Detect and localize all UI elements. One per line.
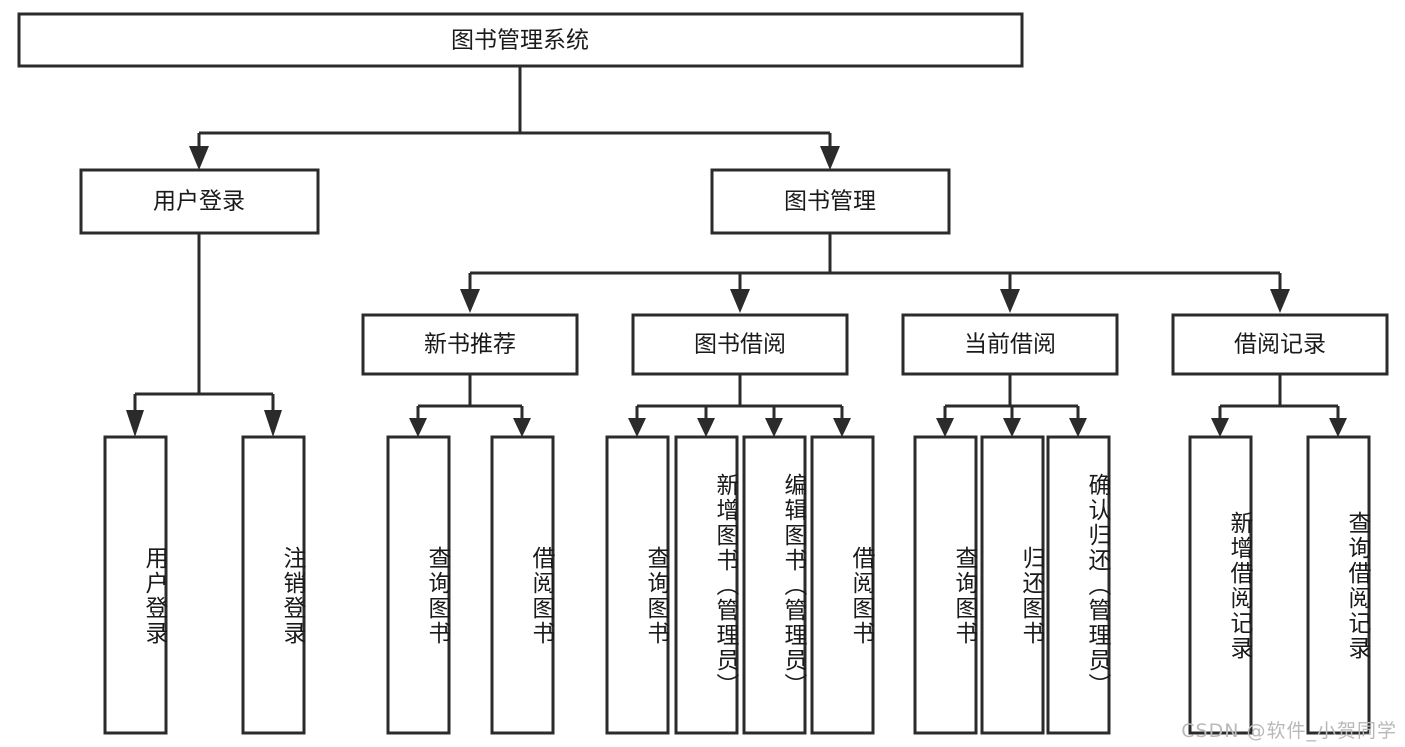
node-leaf-user-login[interactable] [103, 435, 168, 735]
arrowhead-leaf-query-record [1329, 418, 1347, 437]
arrowhead-leaf-edit-book [765, 418, 783, 437]
arrowhead-leaf-query-book-1 [409, 418, 427, 437]
node-borrow-record-label: 借阅记录 [1234, 332, 1326, 358]
node-book-borrow-label: 图书借阅 [694, 332, 786, 358]
node-leaf-borrow-book-2[interactable] [810, 435, 875, 735]
node-user-login-label: 用户登录 [153, 189, 245, 215]
arrowhead-book-manage [820, 146, 840, 170]
node-leaf-edit-book[interactable] [742, 435, 807, 735]
node-leaf-add-record[interactable] [1188, 435, 1253, 735]
node-leaf-query-book-1[interactable] [386, 435, 451, 735]
node-leaf-borrow-book-1[interactable] [490, 435, 555, 735]
node-leaf-return-book[interactable] [980, 435, 1045, 735]
node-leaf-confirm-return[interactable] [1046, 435, 1111, 735]
node-book-borrow[interactable] [631, 313, 849, 376]
node-leaf-query-record[interactable] [1306, 435, 1371, 735]
node-root-label: 图书管理系统 [451, 28, 589, 54]
node-book-manage[interactable] [710, 168, 951, 235]
node-user-login[interactable] [79, 168, 320, 235]
arrowhead-leaf-borrow-book-2 [833, 418, 851, 437]
node-borrow-record[interactable] [1171, 313, 1389, 376]
node-book-manage-label: 图书管理 [784, 189, 876, 215]
arrowhead-book-borrow [730, 289, 750, 313]
node-root[interactable] [17, 12, 1024, 68]
arrowhead-leaf-add-book [697, 418, 715, 437]
arrowhead-leaf-borrow-book-1 [513, 418, 531, 437]
node-leaf-add-book[interactable] [674, 435, 739, 735]
arrowhead-leaf-logout-login [264, 410, 282, 437]
arrowhead-group [126, 146, 1347, 437]
node-new-book-recommend-label: 新书推荐 [424, 332, 516, 358]
node-label-group: 图书管理系统 用户登录 图书管理 新书推荐 图书借阅 当前借阅 借阅记录 [153, 28, 1326, 358]
node-current-borrow[interactable] [901, 313, 1119, 376]
arrowhead-leaf-confirm-return [1069, 418, 1087, 437]
arrowhead-current-borrow [1000, 289, 1020, 313]
node-leaf-query-book-3[interactable] [913, 435, 978, 735]
node-box-group [17, 12, 1389, 735]
csdn-watermark: CSDN @软件_小贺同学 [1181, 720, 1397, 742]
arrowhead-new-book-recommend [460, 289, 480, 313]
node-leaf-logout-login[interactable] [241, 435, 306, 735]
arrowhead-leaf-query-book-3 [936, 418, 954, 437]
arrowhead-leaf-query-book-2 [628, 418, 646, 437]
arrowhead-leaf-user-login [126, 410, 144, 437]
arrowhead-user-login [189, 146, 209, 170]
node-current-borrow-label: 当前借阅 [964, 332, 1056, 358]
arrowhead-leaf-add-record [1211, 418, 1229, 437]
node-new-book-recommend[interactable] [361, 313, 579, 376]
node-leaf-query-book-2[interactable] [605, 435, 670, 735]
arrowhead-leaf-return-book [1003, 418, 1021, 437]
arrowhead-borrow-record [1270, 289, 1290, 313]
connector-group [133, 66, 1340, 418]
